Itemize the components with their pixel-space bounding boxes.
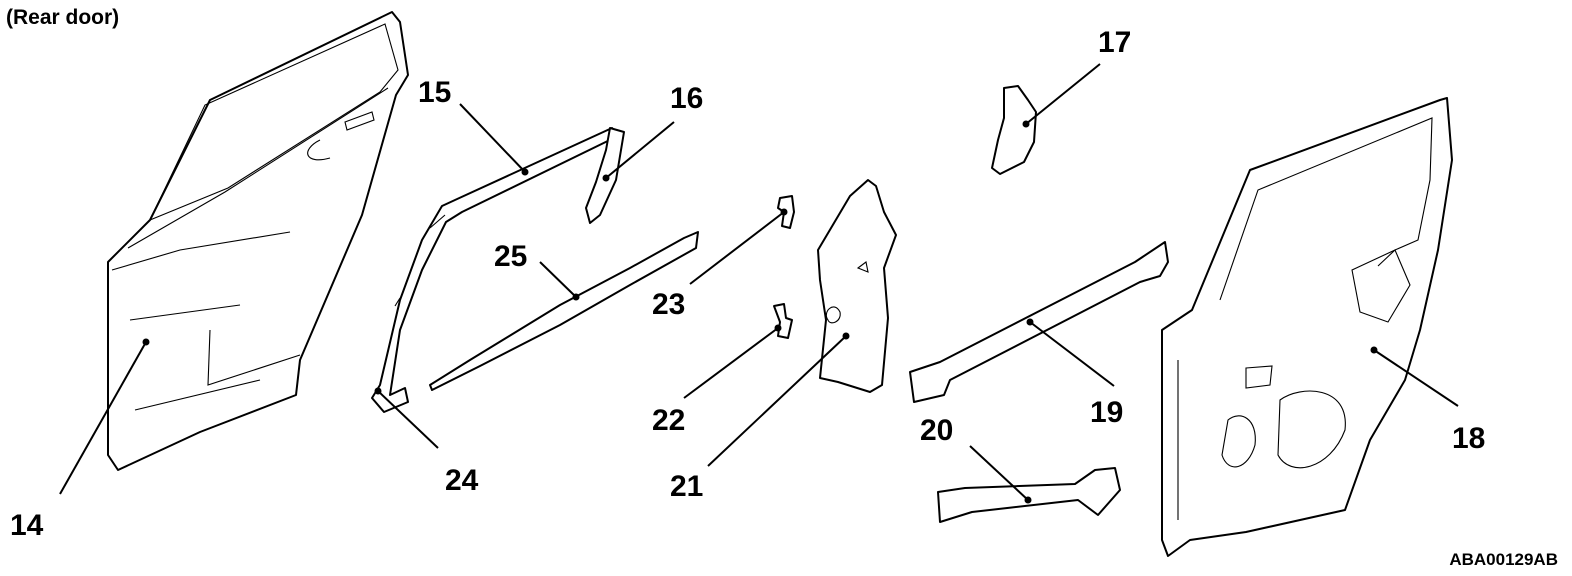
part-19-door-beam <box>909 241 1169 403</box>
diagram-title: (Rear door) <box>6 6 120 29</box>
leader-lines <box>59 63 1459 501</box>
part-15-24-rear-channel <box>371 127 619 413</box>
part-25-belt-molding <box>429 231 699 391</box>
callout-labels: 14 15 16 17 18 19 20 21 22 23 24 25 <box>10 26 1485 542</box>
part-22-small-bracket <box>773 303 793 339</box>
callout-23: 23 <box>652 288 685 321</box>
callout-17: 17 <box>1098 26 1131 59</box>
callout-18: 18 <box>1452 422 1485 455</box>
part-17-bracket <box>991 85 1037 175</box>
part-18-door-inner-panel <box>1161 97 1453 557</box>
callout-21: 21 <box>670 470 703 503</box>
leader-dots <box>142 120 1378 504</box>
callout-14: 14 <box>10 509 44 542</box>
callout-15: 15 <box>418 76 451 109</box>
callout-20: 20 <box>920 414 953 447</box>
callout-24: 24 <box>445 464 479 497</box>
part-21-reinforcement-panel <box>817 179 897 393</box>
callout-22: 22 <box>652 404 685 437</box>
part-14-door-outer-panel <box>107 11 409 471</box>
callout-25: 25 <box>494 240 527 273</box>
figure-code: ABA00129AB <box>1449 550 1558 569</box>
callout-19: 19 <box>1090 396 1123 429</box>
callout-16: 16 <box>670 82 703 115</box>
part-20-lower-door-beam <box>937 467 1121 523</box>
